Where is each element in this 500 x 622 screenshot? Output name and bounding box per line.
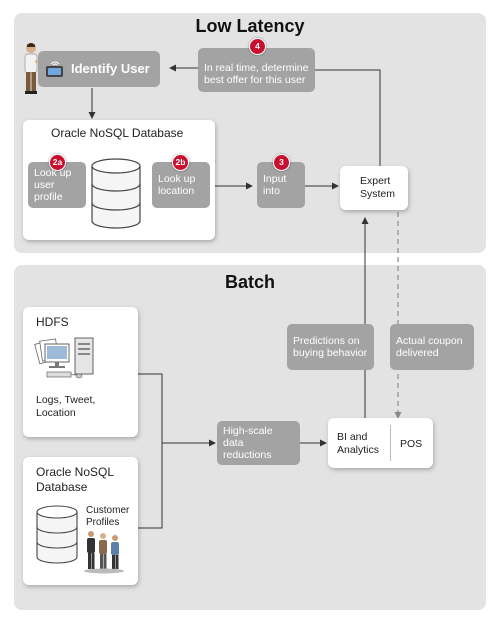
step3-label: Input into [263, 173, 287, 197]
bi-pos-divider [390, 425, 391, 461]
mobile-phone-icon [46, 61, 63, 77]
arrow-expert-to-offer [315, 69, 381, 168]
customer-profiles-label: Customer Profiles [86, 505, 130, 528]
hdfs-caption: Logs, Tweet, Location [36, 394, 96, 419]
step2a-label: Look up user profile [34, 167, 72, 203]
coupon-delivered-box: Actual coupon delivered [390, 324, 474, 370]
step2b-label: Look up location [158, 173, 196, 197]
high-scale-reductions-box: High-scale data reductions [217, 421, 300, 465]
people-group-icon [84, 531, 124, 574]
predictions-box: Predictions on buying behavior [287, 324, 374, 370]
step2a-badge: 2a [49, 154, 66, 171]
nosql-db-low-latency-title: Oracle NoSQL Database [51, 126, 184, 140]
nosql-db-batch-title: Oracle NoSQL Database [36, 465, 114, 494]
high-scale-label: High-scale data reductions [223, 425, 273, 461]
bi-analytics-label: BI and Analytics [337, 431, 380, 456]
step3-badge: 3 [273, 154, 290, 171]
batch-title: Batch [224, 272, 275, 292]
step2b-badge: 2b [172, 154, 189, 171]
expert-system-label: Expert System [360, 175, 396, 200]
expert-system-box [340, 166, 408, 210]
step4-badge: 4 [249, 38, 266, 55]
coupon-label: Actual coupon delivered [396, 335, 463, 359]
predictions-label: Predictions on buying behavior [293, 335, 368, 359]
line-hdfs-merge [138, 373, 163, 529]
identify-user-label: Identify User [71, 61, 150, 76]
database-icon [91, 158, 141, 229]
server-computer-icon [34, 337, 94, 379]
hdfs-title: HDFS [36, 315, 69, 329]
database-icon [36, 505, 78, 564]
step4-offer-box: In real time, determine best offer for t… [198, 48, 315, 92]
identify-user-box: Identify User [38, 51, 160, 87]
pos-label: POS [400, 438, 423, 450]
step2a-lookup-profile-box: Look up user profile [28, 162, 86, 208]
low-latency-title: Low Latency [195, 16, 305, 36]
step4-label: In real time, determine best offer for t… [204, 62, 309, 86]
bi-pos-box [328, 418, 433, 468]
